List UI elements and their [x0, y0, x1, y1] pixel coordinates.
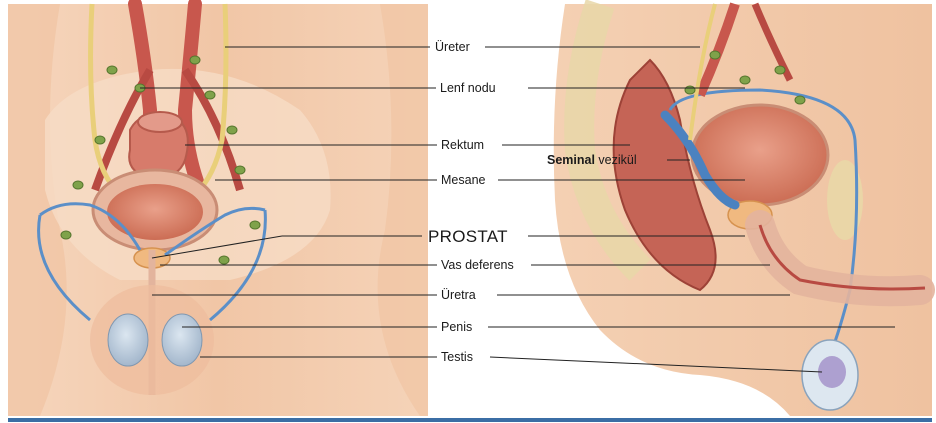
frontal-view	[8, 4, 428, 416]
sagittal-view	[520, 4, 932, 416]
label-prostat: PROSTAT	[428, 228, 508, 245]
label-lenf-nodu: Lenf nodu	[440, 82, 496, 95]
label-vas-deferens: Vas deferens	[441, 259, 514, 272]
label-uretra: Üretra	[441, 289, 476, 302]
label-ureter: Üreter	[435, 41, 470, 54]
label-penis: Penis	[441, 321, 472, 334]
bottom-accent-rule	[8, 418, 932, 422]
label-testis: Testis	[441, 351, 473, 364]
label-seminal-rest: vezikül	[598, 153, 636, 167]
label-mesane: Mesane	[441, 174, 485, 187]
label-seminal-bold: Seminal	[547, 153, 595, 167]
label-rektum: Rektum	[441, 139, 484, 152]
label-seminal-vezikul: Seminal vezikül	[547, 154, 637, 167]
